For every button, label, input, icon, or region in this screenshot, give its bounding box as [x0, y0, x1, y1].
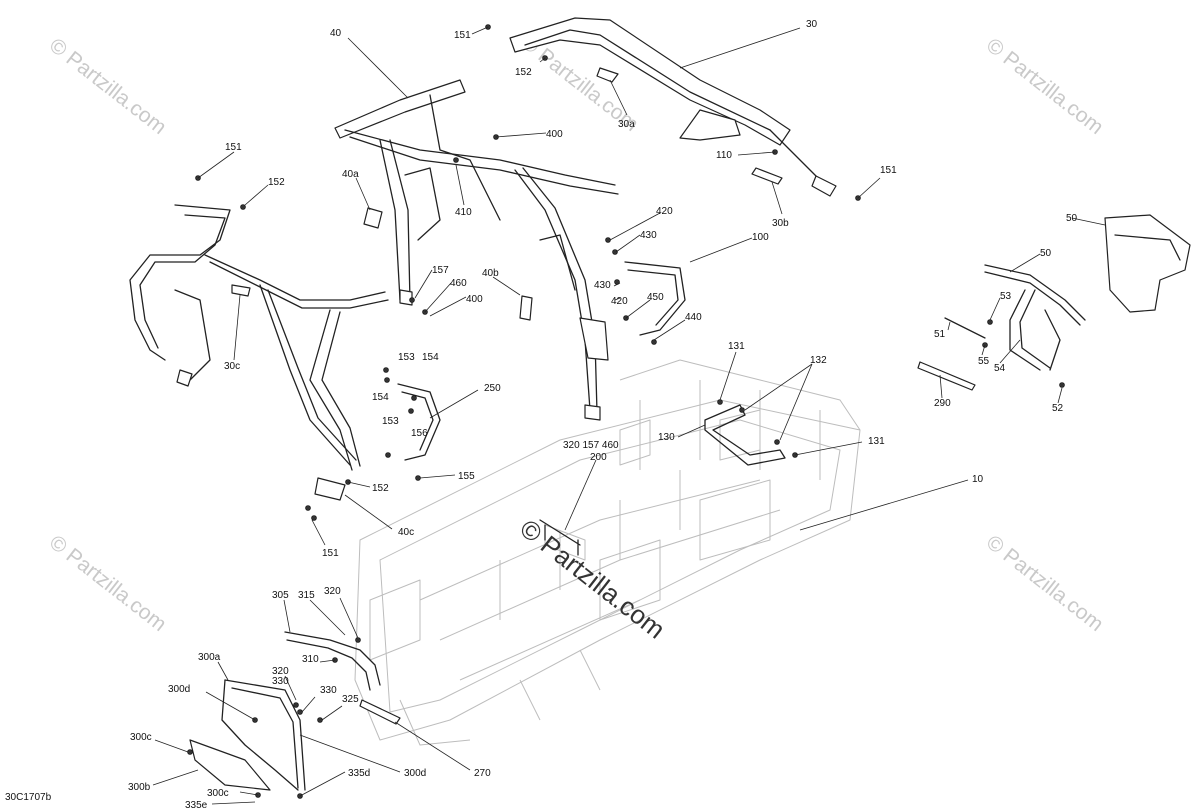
- part-51-rod: [944, 317, 986, 339]
- callout-54: 54: [994, 363, 1006, 374]
- callout-300a: 300a: [198, 652, 221, 663]
- callout-50: 50: [1040, 248, 1052, 259]
- callout-335e: 335e: [185, 800, 208, 811]
- callout-270: 270: [474, 768, 491, 779]
- part-30a-bracket: [596, 67, 619, 83]
- callout-320: 320: [272, 666, 289, 677]
- callout-40c: 40c: [398, 527, 414, 538]
- callout-430: 430: [594, 280, 611, 291]
- callout-40b: 40b: [482, 268, 499, 279]
- callout-325: 325: [342, 694, 359, 705]
- callout-157: 157: [432, 265, 449, 276]
- callout-460: 460: [450, 278, 467, 289]
- main-frame-ghost: [354, 359, 861, 746]
- hardware-fasteners: [187, 24, 1065, 799]
- callout-420: 420: [656, 206, 673, 217]
- part-250-grab-bar: [397, 383, 441, 461]
- callout-156: 156: [411, 428, 428, 439]
- callout-330: 330: [320, 685, 337, 696]
- callout-154: 154: [422, 352, 439, 363]
- part-30b-bracket: [751, 167, 783, 185]
- callout-154: 154: [372, 392, 389, 403]
- callout-152: 152: [515, 67, 532, 78]
- callout-40: 40: [330, 28, 342, 39]
- callout-131: 131: [728, 341, 745, 352]
- callout-30: 30: [806, 19, 818, 30]
- callout-315: 315: [298, 590, 315, 601]
- callout-100: 100: [752, 232, 769, 243]
- callout-310: 310: [302, 654, 319, 665]
- callout-151: 151: [880, 165, 897, 176]
- callout-40a: 40a: [342, 169, 359, 180]
- callout-300d: 300d: [404, 768, 426, 779]
- callout-300c: 300c: [130, 732, 152, 743]
- callout-labels: 30 151 152 30a 110 151 30b 40 400 410 40…: [5, 19, 1078, 811]
- callout-110: 110: [716, 150, 732, 161]
- callout-400: 400: [546, 129, 563, 140]
- callout-153: 153: [398, 352, 415, 363]
- part-200-bracket: [539, 519, 581, 556]
- watermark-bottom-left: © Partzilla.com: [45, 531, 171, 636]
- callout-450: 450: [647, 292, 664, 303]
- callout-30b: 30b: [772, 218, 789, 229]
- callout-51: 51: [934, 329, 946, 340]
- part-305-tube: [284, 631, 381, 691]
- callout-30c: 30c: [224, 361, 240, 372]
- callout-430: 430: [640, 230, 657, 241]
- callout-50: 50: [1066, 213, 1078, 224]
- watermark-center: © Partzilla.com: [514, 513, 671, 645]
- part-40c-bracket: [314, 477, 346, 501]
- part-100-grab-bar: [624, 261, 686, 336]
- part-40-front-cage: [334, 79, 619, 421]
- part-270-strap: [359, 699, 401, 725]
- callout-132: 132: [810, 355, 827, 366]
- callout-300d: 300d: [168, 684, 190, 695]
- callout-335d: 335d: [348, 768, 370, 779]
- callout-155: 155: [458, 471, 475, 482]
- callout-151: 151: [454, 30, 471, 41]
- callout-152: 152: [372, 483, 389, 494]
- callout-153: 153: [382, 416, 399, 427]
- callout-131: 131: [868, 436, 885, 447]
- callout-30a: 30a: [618, 119, 635, 130]
- watermark-bottom-right: © Partzilla.com: [982, 531, 1108, 636]
- callout-330: 330: [272, 676, 289, 687]
- callout-440: 440: [685, 312, 702, 323]
- callout-53: 53: [1000, 291, 1012, 302]
- callout-305: 305: [272, 590, 289, 601]
- callout-320: 320: [324, 586, 341, 597]
- callout-52: 52: [1052, 403, 1064, 414]
- callout-152: 152: [268, 177, 285, 188]
- callout-10: 10: [972, 474, 984, 485]
- callout-250: 250: [484, 383, 501, 394]
- callout-200: 200: [590, 452, 607, 463]
- callout-151: 151: [225, 142, 242, 153]
- watermark-layer: © Partzilla.com © Partzilla.com © Partzi…: [45, 31, 1108, 636]
- leader-lines: [152, 26, 1106, 805]
- callout-151: 151: [322, 548, 339, 559]
- part-290-bar: [917, 361, 976, 391]
- callout-300b: 300b: [128, 782, 151, 793]
- part-300-lower-bumper: [189, 679, 306, 791]
- callout-290: 290: [934, 398, 951, 409]
- callout-300c: 300c: [207, 788, 229, 799]
- watermark-top-right: © Partzilla.com: [982, 34, 1108, 139]
- part-40a-bracket: [363, 207, 383, 229]
- part-50-rear-section: [984, 214, 1191, 371]
- part-40b-bracket: [519, 295, 533, 321]
- catalog-code: 30C1707b: [5, 792, 52, 803]
- callout-130: 130: [658, 432, 675, 443]
- callout-320-157-460: 320 157 460: [563, 440, 619, 451]
- callout-400: 400: [466, 294, 483, 305]
- part-130-handle: [704, 404, 786, 466]
- callout-410: 410: [455, 207, 472, 218]
- part-30-rear-cage-bar: [509, 17, 837, 197]
- callout-55: 55: [978, 356, 990, 367]
- part-30c-side-cage: [129, 204, 389, 471]
- callout-420: 420: [611, 296, 628, 307]
- watermark-top-left: © Partzilla.com: [45, 34, 171, 139]
